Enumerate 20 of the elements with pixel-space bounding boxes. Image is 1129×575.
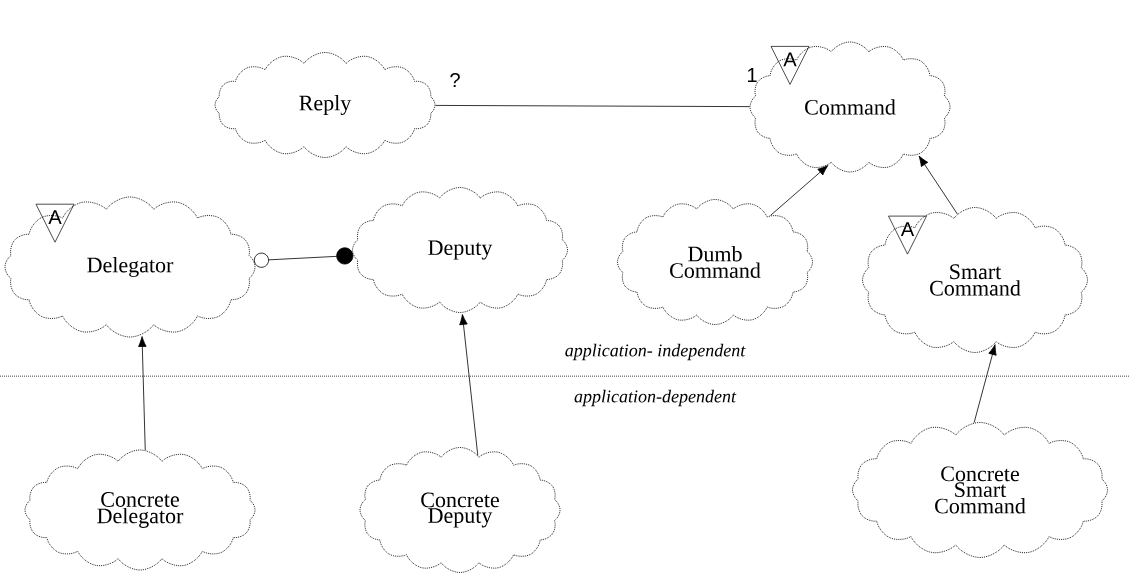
class-cloud: Deputy	[352, 187, 568, 313]
class-cloud: Concrete Deputy	[359, 447, 561, 573]
abstract-badge: A	[888, 215, 927, 255]
multiplicity-label: 1	[747, 68, 757, 82]
class-cloud: Reply	[214, 52, 436, 158]
arrow	[973, 344, 997, 424]
arrow	[770, 165, 829, 216]
abstract-badge: A	[770, 46, 810, 85]
layer-label: application-dependent	[574, 389, 737, 407]
class-cloud: Concrete Smart Command	[852, 422, 1108, 558]
layer-label: application- independent	[565, 343, 746, 361]
arrow	[253, 247, 354, 268]
arrow	[459, 314, 479, 456]
class-cloud: Concrete Delegator	[24, 449, 256, 571]
connector-line	[435, 105, 750, 107]
arrow	[138, 336, 147, 451]
class-cloud: Dumb Command	[617, 199, 813, 325]
abstract-badge: A	[35, 203, 75, 243]
arrow	[918, 155, 958, 215]
multiplicity-label: ?	[450, 73, 460, 87]
